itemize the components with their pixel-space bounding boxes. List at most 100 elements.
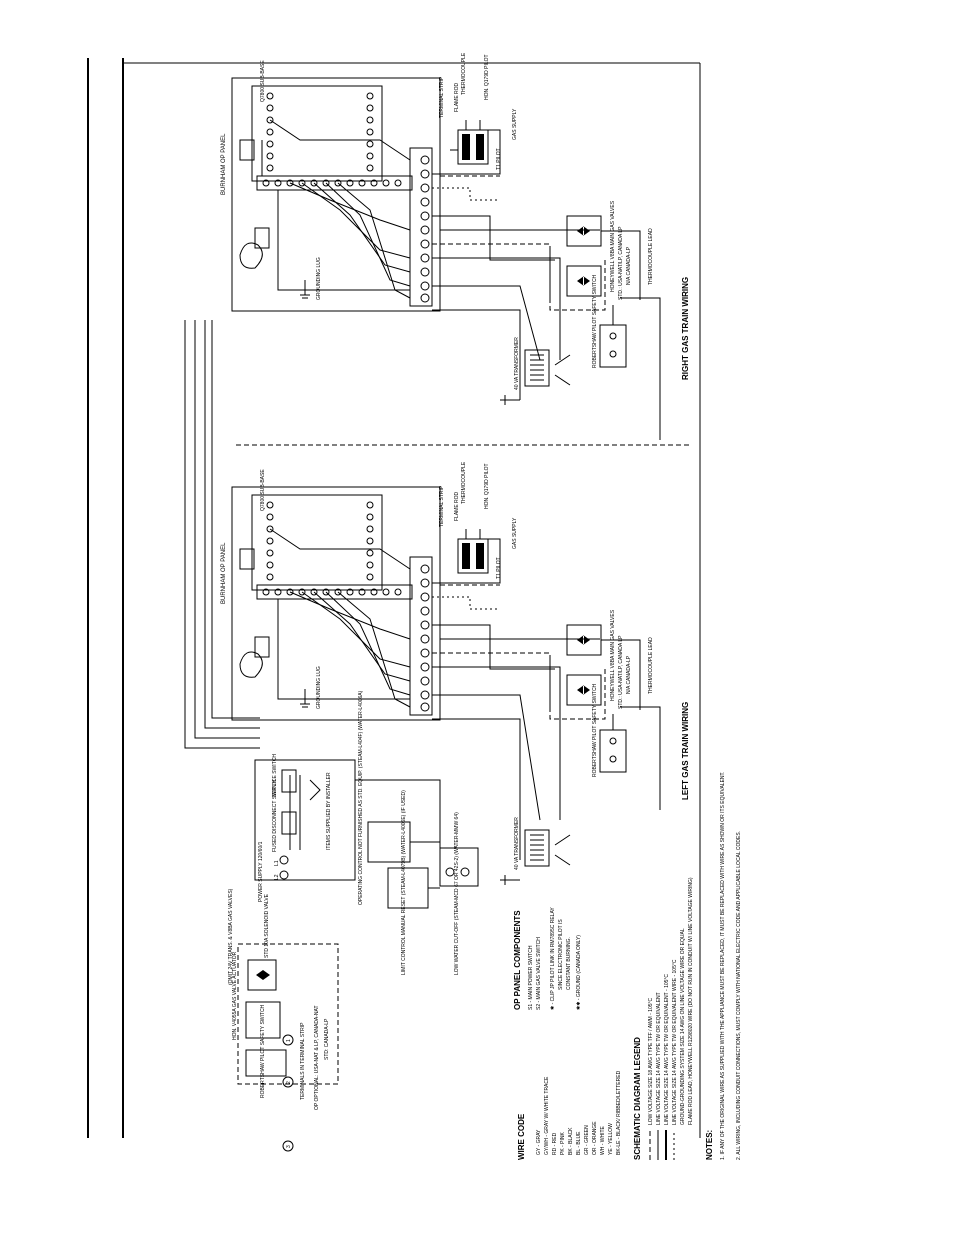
na-canada-label-right: N/A CANADA-LP — [626, 246, 632, 285]
burnham-op-panel-label-right: BURNHAM OP PANEL — [221, 133, 227, 195]
pilot-label-left: HON. Q179D PILOT — [484, 463, 490, 509]
q7800-subbase-left — [251, 494, 383, 591]
power-supply-enclosure — [254, 759, 356, 881]
q7800-label-right: Q7800 SUB-BASE — [260, 60, 266, 102]
operating-control-label: OPERATING CONTROL NOT FURNISHED AS STD. … — [358, 690, 364, 905]
optional-valve-block — [237, 943, 339, 1152]
terminal-strip-right — [256, 175, 413, 191]
grounding-lug-left — [300, 689, 310, 708]
optional-terminal-2 — [282, 1076, 294, 1088]
switch-s2-left — [254, 636, 270, 658]
service-switch-label: SERVICE SWITCH — [272, 754, 278, 797]
main-power-switch-s1-right — [239, 242, 263, 269]
vertical-terminal-strip-right — [409, 147, 433, 307]
pilot-safety-label-right: ROBERTSHAW PILOT SAFETY SWITCH — [592, 274, 598, 368]
flame-rod-label-right: FLAME ROD — [454, 82, 460, 112]
optional-terminal-3-label: 3 — [286, 1145, 292, 1148]
schematic-5: FLAME ROD LEAD, HONEYWELL R1298020 WIRE … — [688, 877, 694, 1125]
std-note-label: STD: CANADA-LP — [324, 1018, 330, 1060]
wire-code-1: GY/WH - GRAY W/ WHITE TRACE — [544, 1076, 550, 1155]
terminal-strip-left — [256, 584, 413, 600]
transformer-left — [500, 829, 571, 885]
pilot-safety-switch-left — [599, 729, 627, 773]
lwco-label: LOW WATER CUT-OFF (STEAM-MCD 67 OR 42S-2… — [454, 812, 460, 975]
burnham-op-panel-label-left: BURNHAM OP PANEL — [221, 542, 227, 604]
subbase-terminal-row-right — [266, 92, 374, 172]
thermocouple-label-right: THERMOCOUPLE — [461, 52, 467, 95]
wire-code-legend: WIRE CODE GY - GRAY GY/WH - GRAY W/ WHIT… — [517, 1070, 622, 1160]
op-panel-box-right — [231, 77, 441, 312]
transformer-label-left: 40 VA TRANSFORMER — [514, 817, 520, 870]
wire-code-0: GY - GRAY — [536, 1129, 542, 1155]
wire-code-4: BK - BLACK — [568, 1127, 574, 1155]
notes-title: NOTES: — [705, 1130, 714, 1160]
left-gas-train-labels: LEFT GAS TRAIN WIRING BURNHAM OP PANEL Q… — [221, 461, 690, 870]
power-supply-label: POWER SUPPLY 120/60/1 — [258, 841, 264, 902]
items-supplied-label: ITEMS SUPPLIED BY INSTALLER — [326, 772, 332, 850]
q7800-subbase-right — [251, 85, 383, 182]
service-switch — [281, 769, 297, 793]
wire-code-6: GR - GREEN — [584, 1125, 590, 1155]
wire-code-2: RD - RED — [552, 1132, 558, 1155]
note-2: 2. ALL WIRING, INCLUDING CONDUIT CONNECT… — [736, 831, 742, 1160]
wire-code-9: YE - YELLOW — [608, 1123, 614, 1155]
main-gas-valve-2-left — [566, 674, 602, 706]
wire-code-10: BK-LE - BLACK/ RIBBED/LETTERED — [616, 1070, 622, 1155]
terminal-strip-label-left: TERMINAL STRIP — [439, 485, 445, 527]
optional-pilot-safety-switch — [245, 1049, 287, 1077]
l2-label: L2 — [274, 874, 280, 880]
main-gas-valve-2-right — [566, 265, 602, 297]
t1-pilot-label-right: T1 PILOT — [496, 148, 502, 170]
component-0: S1 - MAIN POWER SWITCH — [528, 945, 534, 1010]
wire-code-title: WIRE CODE — [517, 1113, 526, 1160]
left-gas-train — [231, 486, 661, 885]
components-title: OP PANEL COMPONENTS — [513, 910, 522, 1010]
grounding-lug-right — [300, 280, 310, 299]
gas-supply-label-left: GAS SUPPLY — [512, 517, 518, 549]
transformer-right — [500, 349, 571, 405]
optional-note-label: OP OPTIONAL: USA-NAT & LP, CANADA-NAT — [314, 1005, 320, 1110]
component-1: S2 - MAIN GAS VALVE SWITCH — [536, 937, 542, 1010]
power-supply-block — [184, 320, 479, 909]
main-valves-label-left: HONEYWELL V8BA MAIN GAS VALVES — [610, 609, 616, 701]
optional-solenoid-valve — [247, 959, 277, 991]
optional-terminal-2-label: 2 — [286, 1081, 292, 1084]
schematic-1: LINE VOLTAGE SIZE 14 AWG TYPE TW OR EQUI… — [656, 992, 662, 1125]
limit-control-box — [387, 867, 429, 909]
pilot-assembly-left — [457, 529, 489, 574]
switch-s2-right — [254, 227, 270, 249]
notes-block: NOTES: 1. IF ANY OF THE ORIGINAL WIRE AS… — [705, 772, 742, 1160]
optional-pilot-safety-label: ROBERTSHAW PILOT SAFETY SWITCH — [260, 1004, 266, 1098]
strip-terminals-right — [420, 155, 430, 303]
star-note-0: ✱ - CLIP JP PILOT LINK IN RM7895C RELAY — [550, 907, 556, 1010]
omit-label: (OMIT 24V TRANS. & V8BA GAS VALVES) — [228, 888, 234, 985]
optional-terminal-1 — [282, 1034, 294, 1046]
flame-rod-label-left: FLAME ROD — [454, 491, 460, 521]
right-gas-train-labels: RIGHT GAS TRAIN WIRING BURNHAM OP PANEL … — [221, 52, 690, 390]
l1-label: L1 — [274, 860, 280, 866]
fused-disconnect-switch — [281, 811, 297, 835]
schematic-2: LINE VOLTAGE SIZE 14 AWG TYPE TW OR EQUI… — [664, 974, 670, 1125]
schematic-3: LINE VOLTAGE SIZE 14 AWG TYPE TW OR EQUI… — [672, 959, 678, 1125]
op-panel-box-left — [231, 486, 441, 721]
low-water-cutoff-box — [439, 847, 479, 887]
thermocouple-lead-label-left: THERMOCOUPLE LEAD — [648, 637, 654, 694]
v4055a-label: HON. V4055A GAS VALVE ACTUATOR — [232, 951, 238, 1040]
grounding-lug-label-left: GROUNDING LUG — [316, 666, 322, 709]
vertical-terminal-strip-left — [409, 556, 433, 716]
right-gas-train-title: RIGHT GAS TRAIN WIRING — [681, 277, 690, 380]
optional-terminal-3 — [282, 1140, 294, 1152]
schematic-legend: SCHEMATIC DIAGRAM LEGEND LOW VOLTAGE SIZ… — [633, 877, 694, 1160]
fused-disconnect-label: FUSED DISCONNECT SWITCH — [272, 779, 278, 852]
subbase-terminal-row-left — [266, 501, 374, 581]
main-valves-label-right: HONEYWELL V8BA MAIN GAS VALVES — [610, 200, 616, 292]
gas-supply-label-right: GAS SUPPLY — [512, 108, 518, 140]
schematic-4: GROUND-GROUNDING SYSTEM SIZE 14 AWG ON L… — [680, 928, 686, 1125]
schematic-title: SCHEMATIC DIAGRAM LEGEND — [633, 1037, 642, 1160]
pilot-safety-label-left: ROBERTSHAW PILOT SAFETY SWITCH — [592, 683, 598, 777]
strip-terminals-left — [420, 564, 430, 712]
optional-v4055a-actuator — [245, 1001, 281, 1039]
wire-code-7: OR - ORANGE — [592, 1121, 598, 1155]
optional-block-labels: ROBERTSHAW PILOT SAFETY SWITCH HON. V405… — [228, 888, 330, 1148]
note-1: 1. IF ANY OF THE ORIGINAL WIRE AS SUPPLI… — [720, 772, 726, 1160]
